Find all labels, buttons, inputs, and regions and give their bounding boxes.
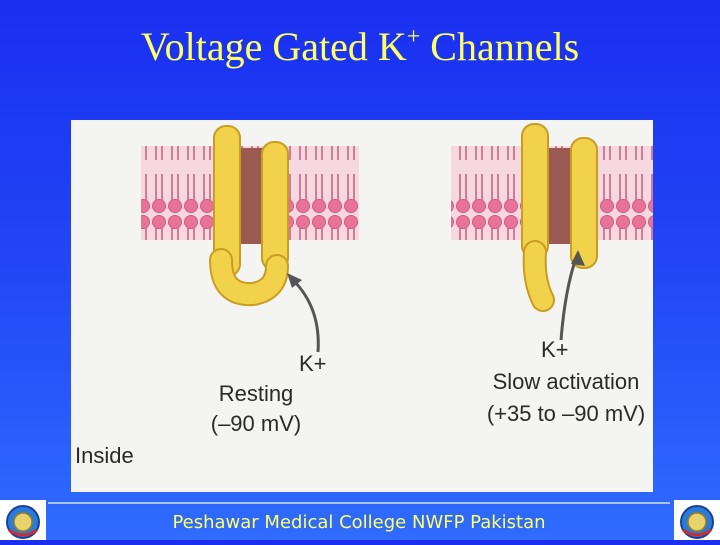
college-logo-left-emblem [0,500,46,540]
footer-text: Peshawar Medical College NWFP Pakistan [48,512,670,533]
footer-bar: Peshawar Medical College NWFP Pakistan [48,502,670,542]
right-ion-label: K+ [541,338,569,362]
college-logo-right-emblem [674,500,720,540]
title-superscript: + [407,24,421,50]
diagram-graphics [71,120,653,492]
left-channel-closed [214,126,288,294]
channel-diagram: K+ Resting (–90 mV) K+ Slow activation (… [71,120,653,492]
title-prefix: Voltage Gated K [141,24,407,69]
left-ion-label: K+ [299,352,327,376]
right-voltage-label: (+35 to –90 mV) [476,402,656,426]
college-logo-right [674,500,720,540]
left-arrow [293,280,318,352]
left-voltage-label: (–90 mV) [196,412,316,436]
left-state-label: Resting [196,382,316,406]
right-arrow [561,258,576,340]
college-logo-left [0,500,46,540]
slide-title: Voltage Gated K+ Channels [0,24,720,69]
right-channel-inactivated [522,124,597,300]
inside-label: Inside [75,444,134,468]
right-state-label: Slow activation [476,370,656,394]
title-suffix: Channels [420,24,579,69]
